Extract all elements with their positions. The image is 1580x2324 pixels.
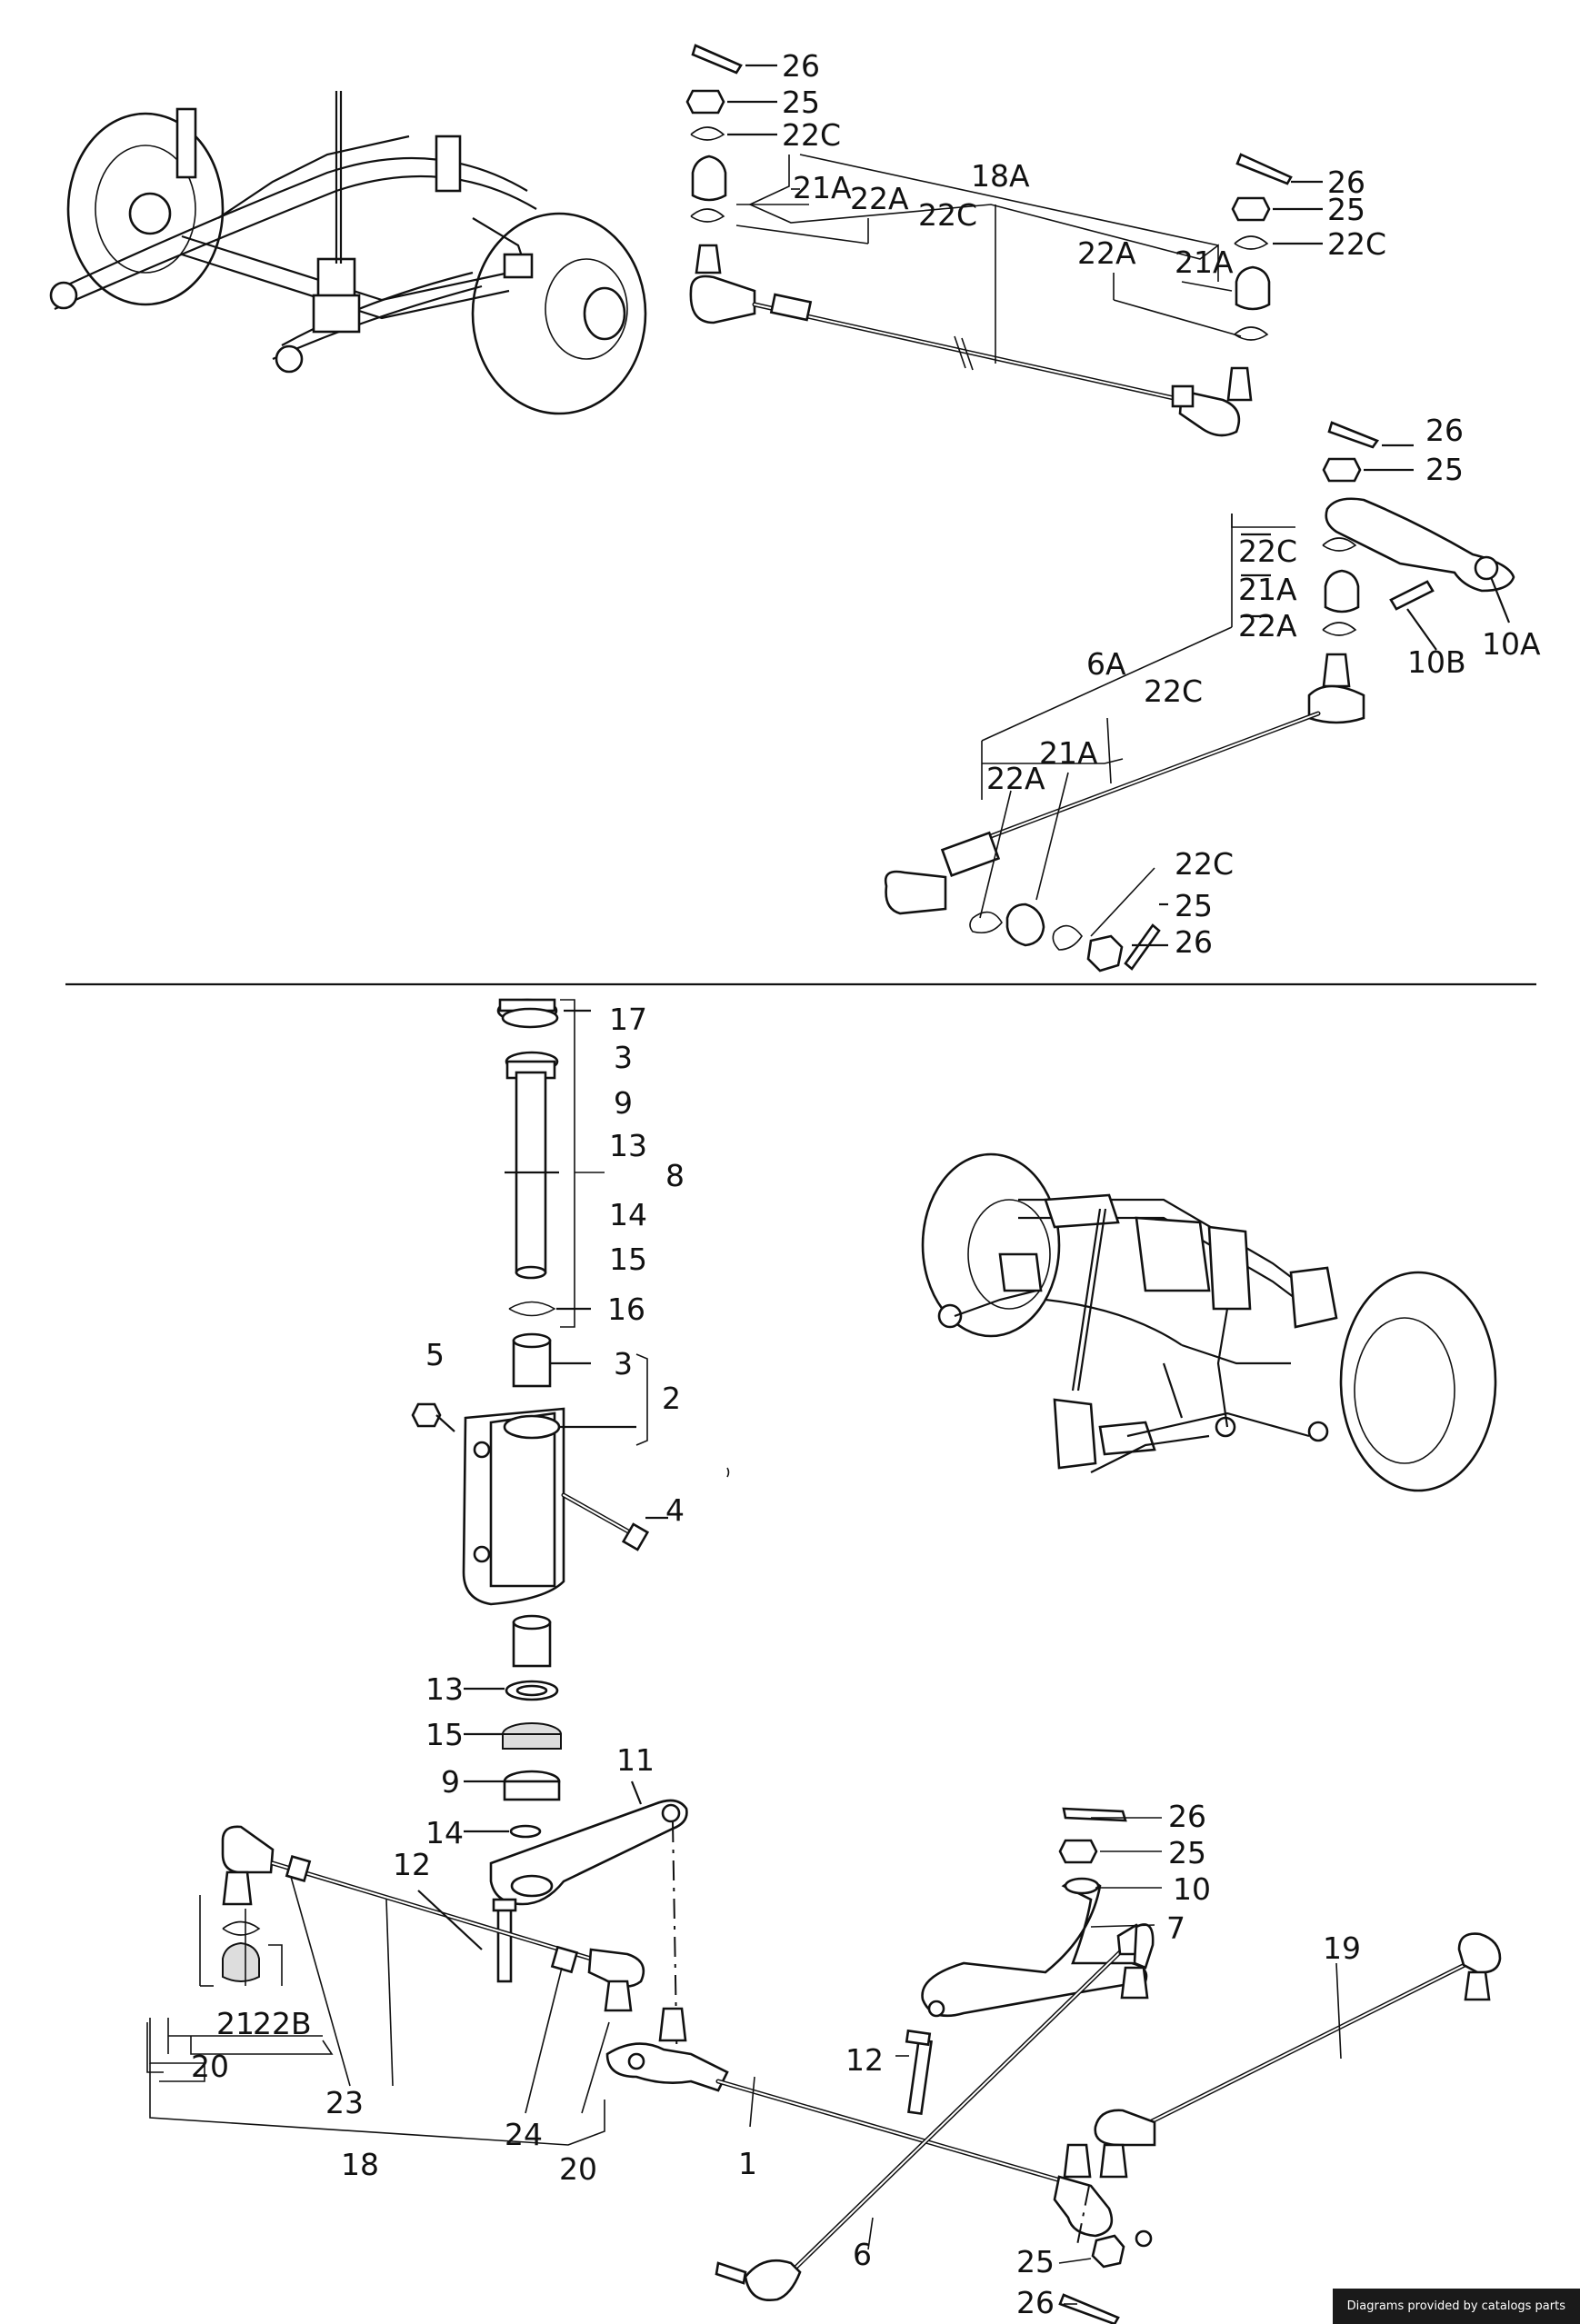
part-label-22c: 22C — [782, 117, 841, 153]
part-label-4: 4 — [665, 1492, 685, 1528]
part-label-15: 15 — [425, 1717, 464, 1752]
bottom-part-labels: 17 3 9 13 8 14 15 16 5 3 2 4 13 15 9 14 … — [191, 1002, 1361, 2320]
part-label-21: 21 — [216, 2006, 255, 2041]
part-label-16: 16 — [607, 1292, 645, 1327]
part-label-13: 13 — [425, 1671, 464, 1707]
part-label-25: 25 — [782, 85, 820, 120]
part-label-12: 12 — [393, 1847, 431, 1882]
part-label-22a: 22A — [850, 181, 909, 216]
part-label-22c: 22C — [1175, 846, 1234, 882]
part-label-8: 8 — [665, 1158, 685, 1193]
part-label-26: 26 — [1327, 165, 1365, 200]
part-label-21a: 21A — [793, 170, 852, 205]
front-axle-assembly-drawing — [49, 91, 647, 415]
part-label-26: 26 — [1175, 924, 1213, 960]
part-label-11: 11 — [616, 1742, 655, 1778]
part-label-17: 17 — [609, 1002, 647, 1037]
part-label-10a: 10A — [1482, 626, 1541, 662]
part-label-21a: 21A — [1039, 735, 1098, 771]
part-label-25: 25 — [1425, 452, 1464, 487]
part-label-20: 20 — [191, 2049, 229, 2084]
part-label-14: 14 — [425, 1815, 464, 1850]
rear-axle-assembly-drawing — [921, 1152, 1497, 1492]
diagram-credit-badge: Diagrams provided by catalogs parts — [1332, 2289, 1580, 2324]
part-label-15: 15 — [609, 1242, 647, 1277]
part-label-13: 13 — [609, 1128, 647, 1163]
part-label-3: 3 — [614, 1346, 633, 1381]
part-label-2: 2 — [662, 1381, 681, 1416]
part-label-25: 25 — [1016, 2244, 1055, 2279]
part-label-22c: 22C — [1238, 534, 1297, 569]
part-label-22a: 22A — [1238, 608, 1297, 643]
part-label-23: 23 — [325, 2085, 364, 2120]
part-label-22b: 22B — [253, 2006, 312, 2041]
part-label-3: 3 — [614, 1040, 633, 1075]
part-label-22c: 22C — [918, 197, 977, 233]
part-label-22a: 22A — [986, 761, 1045, 796]
part-label-24: 24 — [505, 2117, 543, 2152]
part-label-1: 1 — [738, 2146, 757, 2181]
part-label-10: 10 — [1173, 1871, 1211, 1907]
part-label-14: 14 — [609, 1197, 647, 1232]
part-label-22c: 22C — [1144, 673, 1203, 709]
part-label-6a: 6A — [1086, 646, 1126, 682]
part-label-21a: 21A — [1238, 572, 1297, 607]
part-label-19: 19 — [1323, 1930, 1361, 1966]
part-label-25: 25 — [1175, 888, 1213, 923]
part-label-26: 26 — [1425, 413, 1464, 448]
pivot-assembly-drawing — [411, 998, 730, 2082]
part-label-26: 26 — [1168, 1799, 1206, 1834]
part-label-9: 9 — [441, 1764, 460, 1800]
part-label-18a: 18A — [971, 158, 1030, 194]
part-label-10b: 10B — [1407, 644, 1466, 680]
part-label-20: 20 — [559, 2151, 597, 2187]
part-label-7: 7 — [1166, 1910, 1185, 1946]
tie-rod-18a-drawing — [685, 44, 1323, 437]
part-label-26: 26 — [1016, 2285, 1055, 2320]
center-linkage-drawing — [605, 1807, 1502, 2324]
part-label-21a: 21A — [1175, 244, 1234, 280]
part-label-6: 6 — [853, 2237, 872, 2272]
part-label-5: 5 — [425, 1337, 445, 1372]
part-label-18: 18 — [341, 2147, 379, 2182]
part-label-12: 12 — [845, 2042, 884, 2078]
part-label-9: 9 — [614, 1085, 633, 1121]
part-label-25: 25 — [1168, 1835, 1206, 1870]
top-part-labels: 26 25 22C 18A 21A 22A 22C 26 25 22C 22A … — [782, 48, 1541, 960]
tie-rod-18-drawing — [146, 1825, 645, 2146]
part-label-25: 25 — [1327, 192, 1365, 227]
drag-link-6a-drawing — [884, 421, 1515, 972]
part-label-26: 26 — [782, 48, 820, 84]
part-label-22c: 22C — [1327, 226, 1386, 262]
part-label-22a: 22A — [1077, 235, 1136, 271]
